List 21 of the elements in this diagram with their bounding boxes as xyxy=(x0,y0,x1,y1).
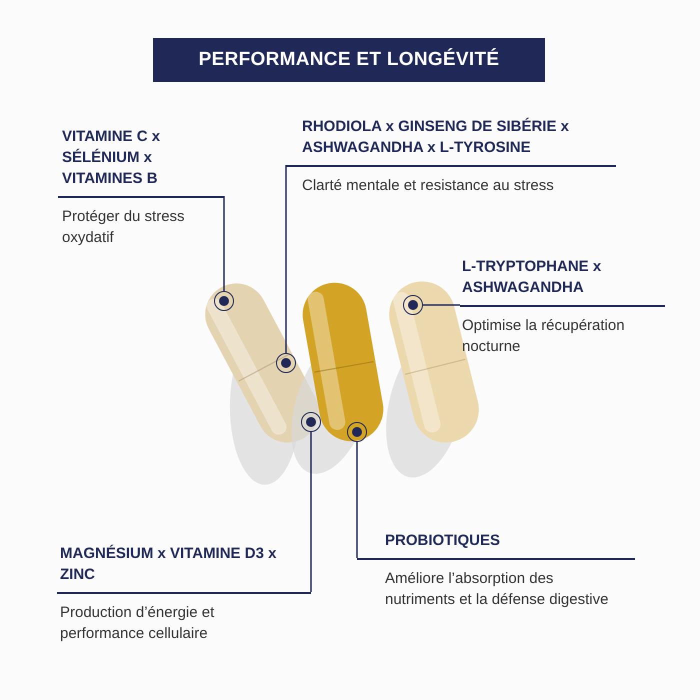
ingredient-heading: RHODIOLA x GINSENG DE SIBÉRIE x ASHWAGANDHA x L-TYROSINE xyxy=(302,116,570,158)
marker-dot xyxy=(276,353,296,373)
ingredient-heading: PROBIOTIQUES xyxy=(385,531,500,551)
ingredient-heading: MAGNÉSIUM x VITAMINE D3 x ZINC xyxy=(60,544,278,585)
marker-dot xyxy=(301,412,321,432)
leader-line xyxy=(310,432,312,592)
title-banner: PERFORMANCE ET LONGÉVITÉ xyxy=(153,38,545,82)
benefit-text: Production d’énergie et performance cellulaire xyxy=(60,604,214,642)
ingredient-heading: L-TRYPTOPHANE x ASHWAGANDHA xyxy=(462,257,602,298)
benefit-text: Protéger du stress oxydatif xyxy=(62,208,185,246)
ingredient-heading: VITAMINE C x SÉLÉNIUM x VITAMINES B xyxy=(62,127,162,189)
leader-line xyxy=(223,196,225,291)
marker-dot xyxy=(403,295,423,315)
benefit-text: Clarté mentale et resistance au stress xyxy=(302,176,554,194)
benefit-text: Améliore l’absorption des nutriments et la défense digestive xyxy=(385,570,608,608)
marker-dot xyxy=(214,291,234,311)
benefit-text: Optimise la récupération nocturne xyxy=(462,316,625,354)
leader-line xyxy=(285,165,287,353)
leader-line xyxy=(423,304,460,306)
leader-line xyxy=(356,442,358,558)
marker-dot xyxy=(347,422,367,442)
